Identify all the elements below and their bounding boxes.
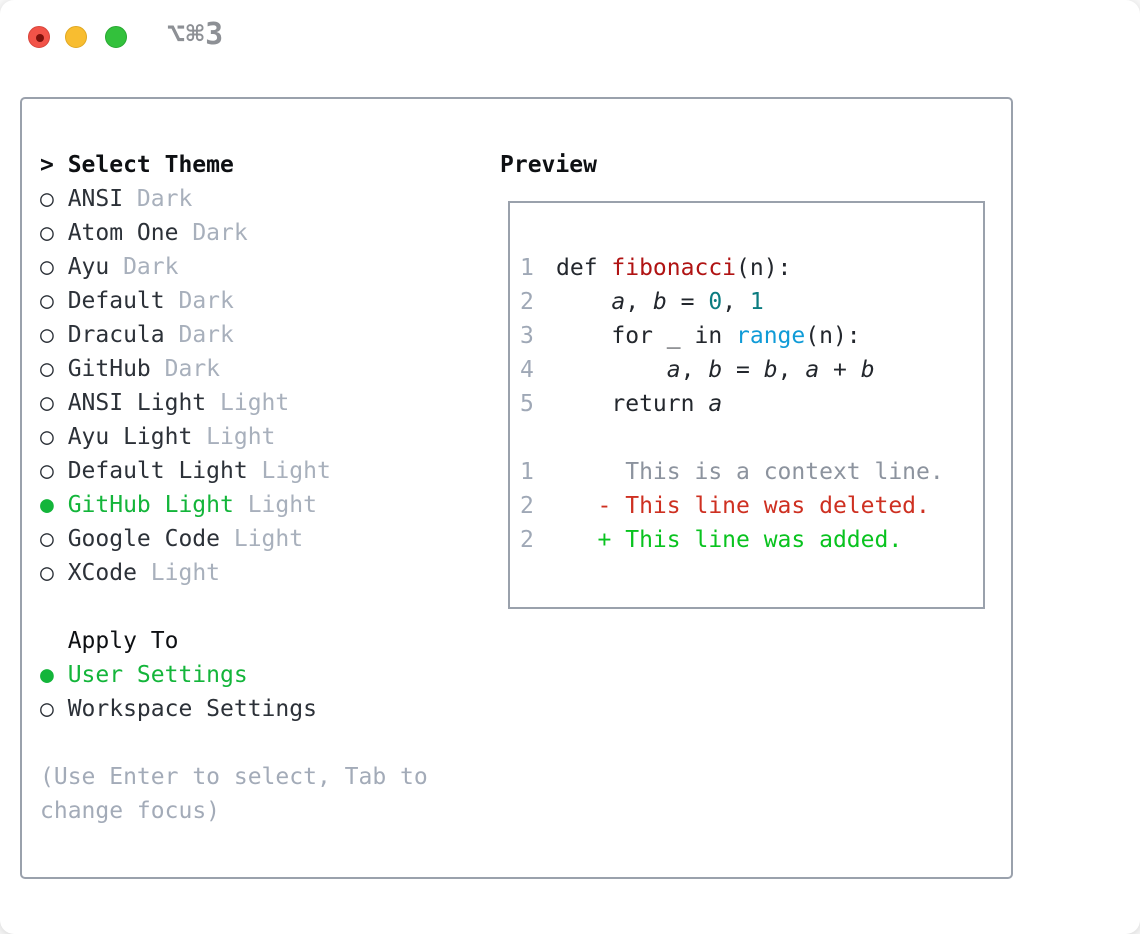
select-theme-header: > Select Theme [40, 148, 490, 182]
option-label: Dracula [67, 322, 165, 348]
theme-option-github[interactable]: ○ GitHub Dark [40, 352, 490, 386]
preview-line: 1 def fibonacci(n): [520, 251, 983, 285]
line-content: - This line was deleted. [556, 493, 930, 519]
line-content: def fibonacci(n): [556, 255, 792, 281]
theme-options-list: ○ ANSI Dark ○ Atom One Dark ○ Ayu Dark ○ Defaul… [40, 182, 490, 590]
preview-line [520, 421, 983, 455]
option-variant-label: Light [206, 390, 290, 416]
radio-icon: ○ [40, 458, 54, 484]
spacer [40, 726, 490, 760]
option-label: Google Code [67, 526, 221, 552]
radio-icon: ○ [40, 186, 54, 212]
option-label: Default Light [67, 458, 248, 484]
theme-option-default[interactable]: ○ Default Dark [40, 284, 490, 318]
option-variant-label: Light [192, 424, 276, 450]
theme-option-ansi[interactable]: ○ ANSI Dark [40, 182, 490, 216]
theme-option-default-light[interactable]: ○ Default Light Light [40, 454, 490, 488]
maximize-button[interactable] [105, 26, 127, 48]
option-variant-label: Dark [109, 254, 179, 280]
theme-picker-panel: > Select Theme ○ ANSI Dark ○ Atom One Dark ○ A… [20, 97, 1013, 879]
line-number: 1 [520, 255, 534, 281]
preview-header: Preview [500, 152, 597, 178]
theme-option-dracula[interactable]: ○ Dracula Dark [40, 318, 490, 352]
preview-line: 5 return a [520, 387, 983, 421]
theme-list-column: > Select Theme ○ ANSI Dark ○ Atom One Dark ○ A… [40, 148, 490, 828]
spacer [40, 590, 490, 624]
option-label: Ayu Light [67, 424, 193, 450]
option-label: ANSI Light [67, 390, 207, 416]
preview-line: 1 This is a context line. [520, 455, 983, 489]
option-variant-label: Dark [178, 220, 248, 246]
line-content: a, b = b, a + b [666, 357, 875, 383]
option-label: XCode [67, 560, 137, 586]
radio-icon: ● [40, 492, 54, 518]
theme-option-ayu[interactable]: ○ Ayu Dark [40, 250, 490, 284]
option-variant-label: Light [220, 526, 304, 552]
radio-icon: ○ [40, 424, 54, 450]
line-number: 2 [520, 289, 534, 315]
radio-icon: ○ [40, 390, 54, 416]
radio-icon: ○ [40, 696, 54, 722]
focus-caret-icon: > [40, 152, 54, 178]
line-number: 1 [520, 459, 534, 485]
preview-line: 2 + This line was added. [520, 523, 983, 557]
preview-line: 2 a, b = 0, 1 [520, 285, 983, 319]
radio-icon: ○ [40, 526, 54, 552]
apply-option-workspace-settings[interactable]: ○ Workspace Settings [40, 692, 490, 726]
radio-icon: ○ [40, 254, 54, 280]
line-content: return a [556, 391, 723, 417]
radio-icon: ○ [40, 220, 54, 246]
preview-line: 3 for _ in range(n): [520, 319, 983, 353]
theme-option-xcode[interactable]: ○ XCode Light [40, 556, 490, 590]
option-label: ANSI [67, 186, 124, 212]
theme-option-google-code[interactable]: ○ Google Code Light [40, 522, 490, 556]
theme-option-github-light[interactable]: ● GitHub Light Light [40, 488, 490, 522]
line-number: 4 [520, 357, 534, 383]
theme-option-atom-one[interactable]: ○ Atom One Dark [40, 216, 490, 250]
line-content: a, b = 0, 1 [611, 289, 764, 315]
line-number: 2 [520, 527, 534, 553]
theme-option-ansi-light[interactable]: ○ ANSI Light Light [40, 386, 490, 420]
radio-icon: ● [40, 662, 54, 688]
titlebar: ⌥⌘3 [0, 0, 1140, 76]
option-variant-label: Light [136, 560, 221, 586]
preview-line: 2 - This line was deleted. [520, 489, 983, 523]
option-variant-label: Dark [164, 322, 234, 348]
line-content: for _ in range(n): [556, 323, 861, 349]
apply-to-options-list: ● User Settings ○ Workspace Settings [40, 658, 490, 726]
line-number: 3 [520, 323, 534, 349]
option-label: GitHub [67, 356, 151, 382]
option-label: Default [67, 288, 165, 314]
line-content: This is a context line. [556, 459, 944, 485]
option-label: GitHub Light [67, 492, 234, 518]
line-number: 2 [520, 493, 534, 519]
option-label: User Settings [67, 662, 248, 688]
line-number: 5 [520, 391, 534, 417]
close-button[interactable] [28, 26, 50, 48]
option-label: Workspace Settings [67, 696, 317, 722]
theme-option-ayu-light[interactable]: ○ Ayu Light Light [40, 420, 490, 454]
select-theme-title: Select Theme [67, 152, 234, 178]
close-dot-icon [36, 34, 44, 42]
radio-icon: ○ [40, 560, 54, 586]
option-variant-label: Dark [164, 288, 234, 314]
option-variant-label: Light [233, 492, 317, 518]
window-title: ⌥⌘3 [167, 17, 225, 52]
apply-option-user-settings[interactable]: ● User Settings [40, 658, 490, 692]
option-label: Ayu [67, 254, 110, 280]
line-content: + This line was added. [556, 527, 903, 553]
option-label: Atom One [67, 220, 179, 246]
radio-icon: ○ [40, 288, 54, 314]
option-variant-label: Dark [123, 186, 193, 212]
apply-to-header: Apply To [67, 628, 179, 654]
preview-line: 4 a, b = b, a + b [520, 353, 983, 387]
minimize-button[interactable] [65, 26, 87, 48]
option-variant-label: Light [247, 458, 331, 484]
radio-icon: ○ [40, 356, 54, 382]
option-variant-label: Dark [150, 356, 221, 382]
radio-icon: ○ [40, 322, 54, 348]
